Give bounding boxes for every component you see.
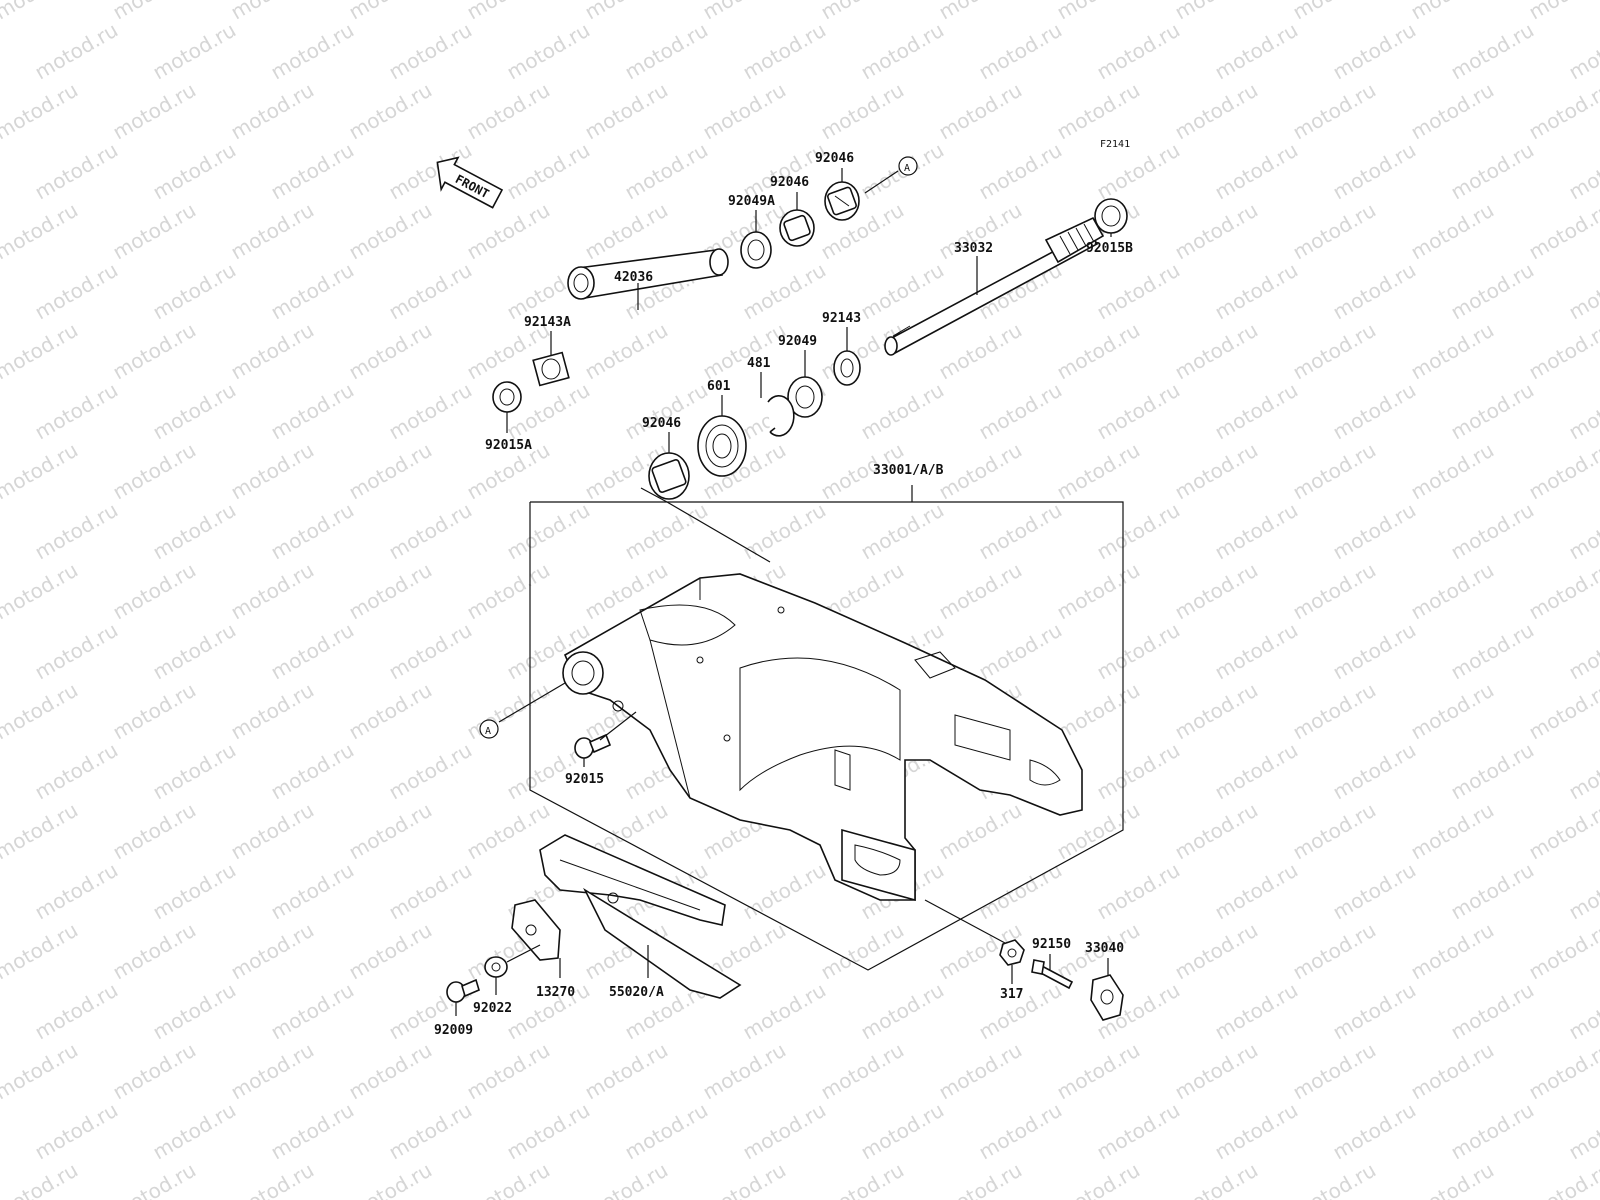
ref-marker-a-top: A xyxy=(898,156,918,176)
label-92046-top: 92046 xyxy=(815,151,854,166)
label-92046-mid: 92046 xyxy=(770,175,809,190)
label-92009: 92009 xyxy=(434,1023,473,1038)
bearing-92046-mid xyxy=(779,209,815,247)
leader-92046-low-to-frame xyxy=(640,487,771,563)
label-92015a: 92015A xyxy=(485,438,532,453)
label-42036: 42036 xyxy=(614,270,653,285)
washer-92022 xyxy=(484,956,508,978)
label-92022: 92022 xyxy=(473,1001,512,1016)
bolt-92150 xyxy=(1031,959,1074,990)
nut-92015b xyxy=(1094,198,1128,234)
collar-92143a xyxy=(532,351,570,387)
leader-317-upper xyxy=(924,899,1006,944)
label-92143: 92143 xyxy=(822,311,861,326)
swingarm-group-frame xyxy=(529,501,1124,971)
nut-92015a xyxy=(492,381,522,413)
front-arrow-icon: FRONT xyxy=(436,156,504,209)
label-481: 481 xyxy=(747,356,771,371)
label-317: 317 xyxy=(1000,987,1023,1002)
bearing-92046-low xyxy=(648,452,690,500)
ball-bearing-601 xyxy=(697,415,747,477)
swingarm-33001 xyxy=(562,573,1083,902)
circlip-481 xyxy=(767,395,795,437)
label-33032: 33032 xyxy=(954,241,993,256)
leader-ref-a-top xyxy=(864,170,899,194)
bolt-92009 xyxy=(446,978,480,1003)
label-33040: 33040 xyxy=(1085,941,1124,956)
plate-13270 xyxy=(511,899,561,961)
bolt-92015 xyxy=(574,700,637,759)
label-92049: 92049 xyxy=(778,334,817,349)
sleeve-42036 xyxy=(567,248,729,300)
chain-slider-55020 xyxy=(539,834,742,999)
svg-text:A: A xyxy=(904,163,910,174)
label-601: 601 xyxy=(707,379,731,394)
seal-92049a xyxy=(740,231,772,269)
nut-317 xyxy=(999,939,1025,966)
label-92046-low: 92046 xyxy=(642,416,681,431)
label-33001: 33001/A/B xyxy=(873,463,944,478)
block-33040 xyxy=(1090,974,1124,1021)
ref-marker-a-low: A xyxy=(479,719,499,739)
label-92150: 92150 xyxy=(1032,937,1071,952)
svg-text:A: A xyxy=(485,726,491,737)
label-92049a: 92049A xyxy=(728,194,775,209)
label-92015: 92015 xyxy=(565,772,604,787)
label-92015b: 92015B xyxy=(1086,241,1133,256)
label-92143a: 92143A xyxy=(524,315,571,330)
bearing-92046-top xyxy=(824,181,860,221)
figure-code: F2141 xyxy=(1100,139,1130,150)
leader-ref-a-low xyxy=(498,682,566,723)
axle-33032 xyxy=(884,216,1105,356)
label-13270: 13270 xyxy=(536,985,575,1000)
collar-92143 xyxy=(833,350,861,386)
label-55020: 55020/A xyxy=(609,985,664,1000)
